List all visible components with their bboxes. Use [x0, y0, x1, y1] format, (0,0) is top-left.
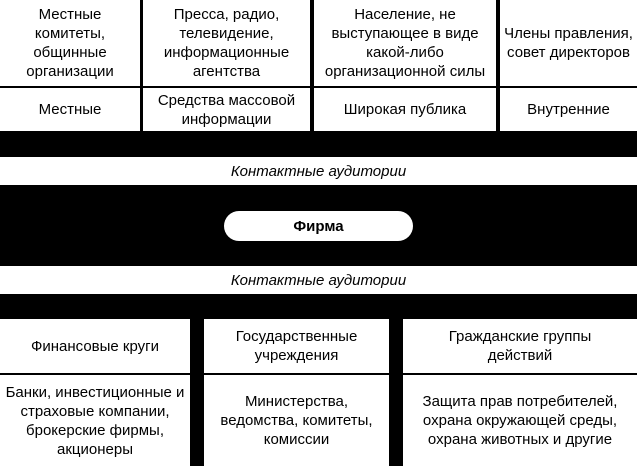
top-detail-internal-text: Члены правления, совет директоров [504, 25, 633, 61]
top-category-public: Широкая публика [314, 88, 496, 131]
top-detail-local-text: Местные комитеты, общинные организации [26, 6, 114, 80]
bottom-detail-finance: Банки, инвестиционные и страховые компан… [0, 375, 190, 466]
firm-label: Фирма [293, 217, 344, 235]
top-category-public-text: Широкая публика [343, 101, 467, 118]
top-category-internal-text: Внутренние [527, 101, 610, 118]
firm-node: Фирма [224, 211, 413, 241]
bottom-category-finance-text: Финансовые круги [30, 337, 160, 355]
bottom-detail-government: Министерства, ведомства, комитеты, комис… [204, 375, 389, 466]
bottom-category-finance: Финансовые круги [0, 319, 190, 373]
contact-audiences-bottom-label: Контактные аудитории [230, 271, 407, 289]
top-detail-local: Местные комитеты, общинные организации [0, 0, 140, 86]
bottom-category-civic-text: Гражданские группы действий [448, 328, 592, 364]
top-category-media-text: Средства массовой информации [157, 91, 296, 128]
bottom-detail-finance-text: Банки, инвестиционные и страховые компан… [5, 383, 185, 458]
contact-audiences-bottom-band: Контактные аудитории [0, 266, 637, 294]
top-detail-media-text: Пресса, радио, телевидение, информационн… [163, 6, 290, 80]
top-category-local-text: Местные [38, 101, 102, 118]
top-category-media: Средства массовой информации [143, 88, 310, 131]
bottom-category-civic: Гражданские группы действий [403, 319, 637, 373]
top-category-internal: Внутренние [500, 88, 637, 131]
bottom-category-government: Государственные учреждения [204, 319, 389, 373]
top-detail-media: Пресса, радио, телевидение, информационн… [143, 0, 310, 86]
top-detail-internal: Члены правления, совет директоров [500, 0, 637, 86]
contact-audiences-top-label: Контактные аудитории [230, 162, 407, 180]
bottom-detail-civic-text: Защита прав потребителей, охрана окружаю… [422, 393, 618, 448]
top-detail-public-text: Население, не выступающее в виде какой-л… [324, 6, 486, 80]
bottom-category-government-text: Государственные учреждения [235, 328, 358, 364]
contact-audiences-top-band: Контактные аудитории [0, 157, 637, 185]
top-detail-public: Население, не выступающее в виде какой-л… [314, 0, 496, 86]
bottom-detail-government-text: Министерства, ведомства, комитеты, комис… [220, 393, 373, 448]
bottom-detail-civic: Защита прав потребителей, охрана окружаю… [403, 375, 637, 466]
top-category-local: Местные [0, 88, 140, 131]
